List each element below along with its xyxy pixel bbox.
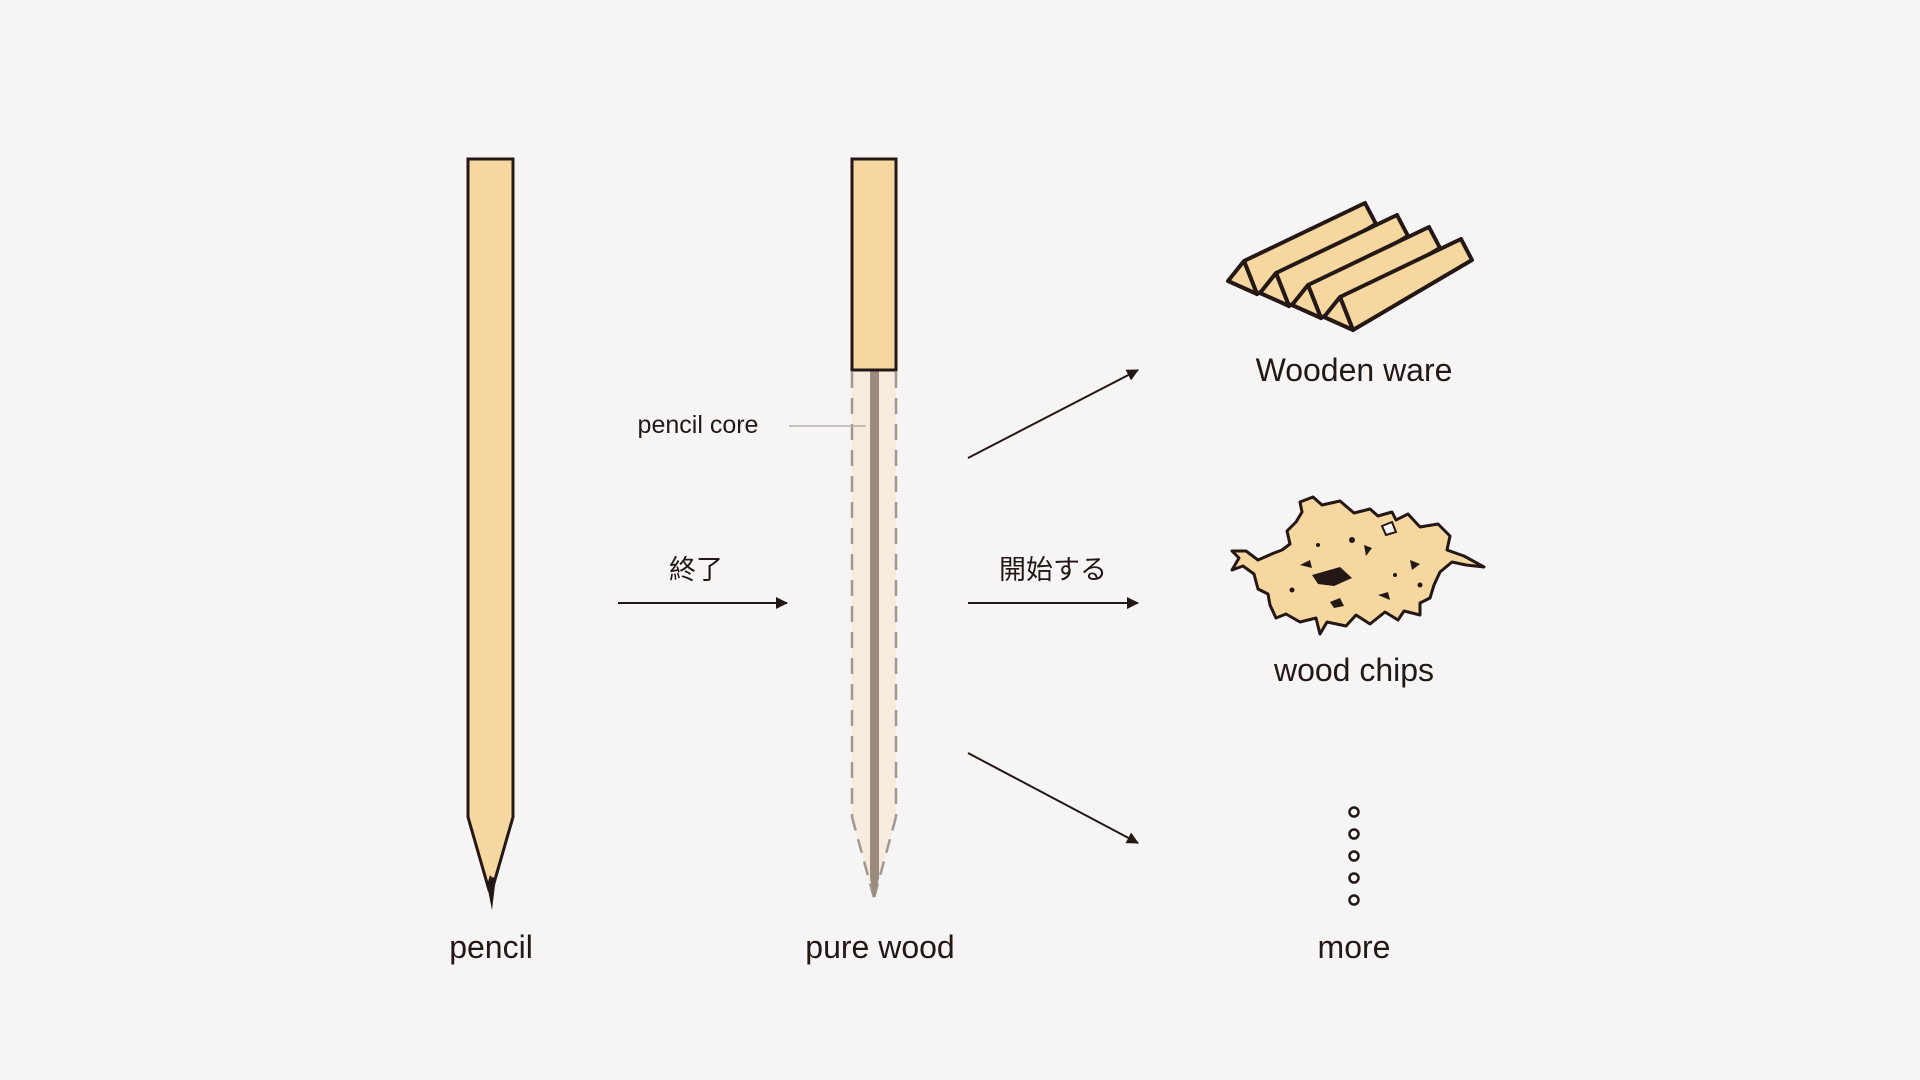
wood-chips-icon: [1230, 495, 1486, 636]
start-label: 開始する: [999, 555, 1107, 586]
wooden-ware-icon: [1226, 201, 1474, 332]
end-label: 終了: [669, 555, 723, 586]
arrow-to-wooden-ware: [967, 369, 1139, 459]
pure-wood-label: pure wood: [805, 929, 955, 965]
wood-chips-label: wood chips: [1273, 652, 1435, 688]
pencil-core-label: pencil core: [637, 411, 759, 439]
pencil-tip: [487, 875, 497, 910]
pencil-label: pencil: [449, 929, 533, 965]
wooden-ware-label: Wooden ware: [1255, 352, 1453, 388]
pure-wood-illustration: [850, 157, 898, 899]
more-dots-icon: [1348, 806, 1360, 906]
arrow-to-more: [967, 752, 1139, 844]
pencil-core: [870, 368, 879, 898]
wood-block: [850, 157, 898, 372]
more-label: more: [1317, 929, 1391, 965]
pencil-illustration: [466, 157, 515, 910]
